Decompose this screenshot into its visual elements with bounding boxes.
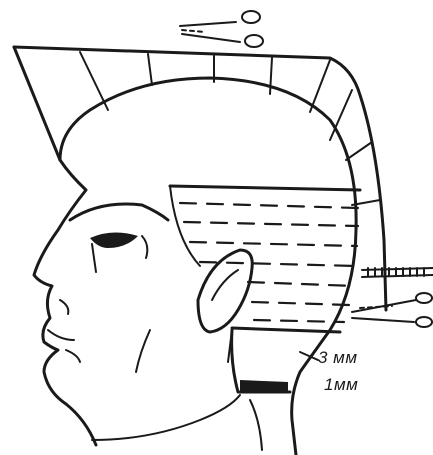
top-hair-sections bbox=[14, 47, 386, 310]
neck-sections bbox=[228, 330, 290, 450]
head-profile bbox=[34, 78, 356, 455]
length-label-1mm: 1мм bbox=[324, 375, 358, 395]
comb-icon bbox=[362, 268, 433, 277]
scissors-icon bbox=[352, 293, 432, 327]
length-label-3mm: 3 мм bbox=[318, 348, 358, 368]
scissors-icon bbox=[180, 11, 263, 47]
face-features bbox=[48, 204, 168, 372]
